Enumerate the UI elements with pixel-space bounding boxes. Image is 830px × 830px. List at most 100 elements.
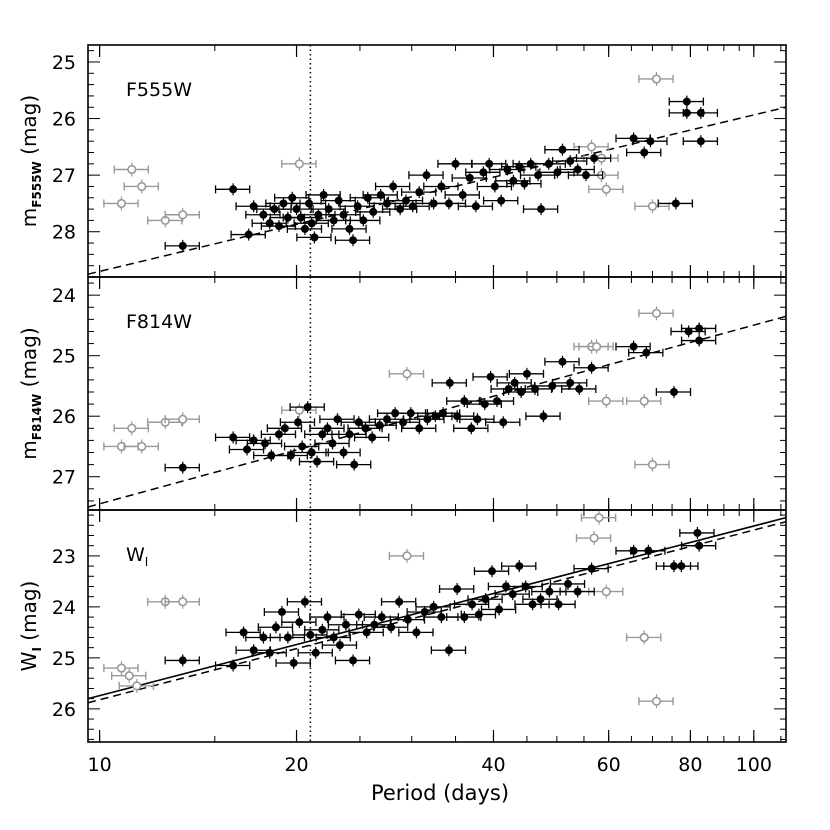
data-point bbox=[350, 460, 359, 469]
data-point bbox=[306, 630, 315, 639]
data-point bbox=[677, 562, 686, 571]
data-point bbox=[573, 165, 582, 174]
outlier-point bbox=[294, 159, 304, 169]
data-point bbox=[362, 628, 371, 637]
y-tick-label: 27 bbox=[52, 165, 76, 187]
data-point bbox=[544, 159, 553, 168]
data-point bbox=[229, 661, 238, 670]
panel-label: WI bbox=[126, 544, 148, 569]
data-point bbox=[368, 433, 377, 442]
data-point bbox=[178, 656, 187, 665]
data-point bbox=[453, 412, 462, 421]
data-point bbox=[431, 412, 440, 421]
data-point bbox=[271, 623, 280, 632]
data-point bbox=[339, 448, 348, 457]
data-point bbox=[323, 613, 332, 622]
data-point bbox=[305, 199, 314, 208]
data-point bbox=[295, 618, 304, 627]
y-label-subscript: F555W bbox=[30, 161, 44, 207]
data-point bbox=[423, 415, 432, 424]
y-tick-label: 26 bbox=[52, 406, 76, 428]
data-point bbox=[178, 241, 187, 250]
y-label-unit: (mag) bbox=[17, 327, 41, 393]
data-point bbox=[283, 633, 292, 642]
panel-frame bbox=[87, 44, 787, 278]
y-tick-label: 26 bbox=[52, 699, 76, 721]
data-point bbox=[536, 595, 545, 604]
data-point bbox=[265, 219, 274, 228]
outlier-point bbox=[647, 460, 658, 470]
data-point bbox=[490, 182, 499, 191]
outlier-point bbox=[651, 74, 662, 84]
x-axis-label: Period (days) bbox=[371, 781, 509, 805]
outlier-point bbox=[402, 369, 412, 379]
data-point bbox=[280, 424, 289, 433]
data-point bbox=[684, 327, 693, 336]
data-point bbox=[458, 190, 467, 199]
outlier-point bbox=[127, 164, 137, 175]
data-point bbox=[537, 205, 546, 214]
data-point bbox=[354, 610, 363, 619]
data-point bbox=[274, 222, 283, 231]
data-point bbox=[515, 162, 524, 171]
data-point bbox=[376, 190, 385, 199]
data-point bbox=[444, 199, 453, 208]
outlier-point bbox=[601, 396, 611, 406]
data-point bbox=[265, 648, 274, 657]
outlier-point bbox=[647, 201, 658, 211]
y-axis-label: WI (mag) bbox=[17, 581, 44, 672]
data-point bbox=[503, 165, 512, 174]
fit-line-dashed bbox=[87, 521, 787, 704]
x-tick-label: 100 bbox=[736, 754, 772, 776]
data-point bbox=[695, 324, 704, 333]
data-point bbox=[333, 415, 342, 424]
data-point bbox=[437, 613, 446, 622]
data-point bbox=[335, 641, 344, 650]
data-point bbox=[471, 202, 480, 211]
data-point bbox=[539, 412, 548, 421]
data-point bbox=[178, 463, 187, 472]
data-point bbox=[582, 171, 591, 180]
outlier-point bbox=[651, 308, 662, 318]
y-label-main: W bbox=[17, 651, 41, 671]
y-label-unit: (mag) bbox=[17, 95, 41, 161]
data-point bbox=[311, 648, 320, 657]
data-point bbox=[395, 597, 404, 606]
data-point bbox=[522, 369, 531, 378]
data-point bbox=[307, 448, 316, 457]
data-point bbox=[453, 585, 462, 594]
data-point bbox=[259, 210, 268, 219]
data-point bbox=[313, 457, 322, 466]
data-point bbox=[277, 607, 286, 616]
data-point bbox=[242, 445, 251, 454]
y-axis-label: mF555W (mag) bbox=[17, 95, 44, 227]
data-point bbox=[270, 205, 279, 214]
data-point bbox=[485, 159, 494, 168]
data-point bbox=[286, 451, 295, 460]
outlier-point bbox=[178, 597, 188, 607]
data-point bbox=[696, 108, 705, 117]
y-tick-label: 28 bbox=[52, 222, 76, 244]
data-point bbox=[324, 205, 333, 214]
data-point bbox=[499, 418, 508, 427]
data-point bbox=[545, 587, 554, 596]
data-point bbox=[528, 600, 537, 609]
fit-line-dashed bbox=[87, 106, 787, 275]
data-point bbox=[377, 613, 386, 622]
outlier-point bbox=[589, 533, 599, 543]
data-point bbox=[671, 199, 680, 208]
data-point bbox=[389, 182, 398, 191]
data-point bbox=[564, 579, 573, 588]
data-point bbox=[345, 224, 354, 233]
data-point bbox=[420, 607, 429, 616]
y-axis-label: mF814W (mag) bbox=[17, 327, 44, 459]
data-point bbox=[307, 219, 316, 228]
data-point bbox=[422, 171, 431, 180]
fit-line-dashed bbox=[87, 315, 787, 508]
data-point bbox=[328, 439, 337, 448]
outlier-point bbox=[294, 405, 304, 415]
